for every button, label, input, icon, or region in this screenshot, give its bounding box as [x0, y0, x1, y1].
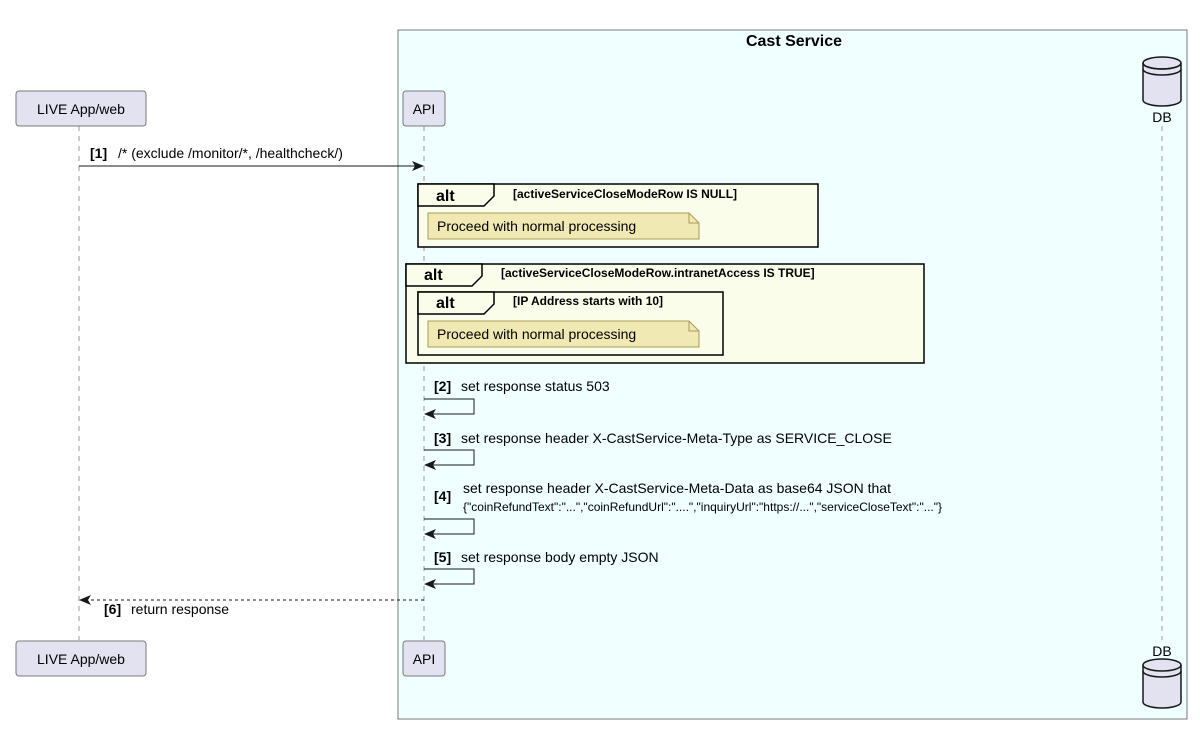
participant-api-label-bottom: API [413, 651, 436, 667]
participant-api-label: API [413, 101, 436, 117]
message-4-text-2: {"coinRefundText":"...","coinRefundUrl":… [463, 500, 942, 514]
message-4: [4] set response header X-CastService-Me… [424, 480, 942, 539]
participant-api-top: API [402, 90, 446, 127]
message-2: [2] set response status 503 [424, 378, 610, 419]
message-1-text: /* (exclude /monitor/*, /healthcheck/) [118, 145, 343, 161]
cast-service-box [397, 29, 1188, 720]
message-1-num: [1] [90, 145, 107, 161]
participant-client-top: LIVE App/web [15, 90, 147, 127]
note-2: Proceed with normal processing [427, 320, 700, 348]
alt-fragment-1: alt [activeServiceCloseModeRow IS NULL] … [417, 183, 819, 248]
alt-3-condition: [IP Address starts with 10] [513, 294, 663, 308]
participant-api-bottom: API [402, 640, 446, 677]
message-5: [5] set response body empty JSON [424, 549, 659, 589]
message-6-num: [6] [104, 601, 121, 617]
alt-2-label: alt [424, 267, 443, 284]
participant-db-label-bottom: DB [1152, 643, 1171, 659]
message-3-text: set response header X-CastService-Meta-T… [461, 430, 892, 446]
message-6: [6] return response [79, 595, 424, 617]
participant-client-label: LIVE App/web [37, 101, 125, 117]
participant-db-bottom: DB [1142, 643, 1182, 709]
alt-2-condition: [activeServiceCloseModeRow.intranetAcces… [501, 266, 815, 280]
participant-client-label-bottom: LIVE App/web [37, 651, 125, 667]
message-3: [3] set response header X-CastService-Me… [424, 430, 892, 470]
note-2-text: Proceed with normal processing [437, 326, 636, 342]
alt-fragment-3: alt [IP Address starts with 10] Proceed … [417, 291, 724, 356]
alt-1-condition: [activeServiceCloseModeRow IS NULL] [513, 187, 737, 201]
message-5-text: set response body empty JSON [461, 549, 659, 565]
alt-fragment-2: alt [activeServiceCloseModeRow.intranetA… [405, 263, 925, 364]
participant-db-label: DB [1152, 109, 1171, 125]
note-1-text: Proceed with normal processing [437, 218, 636, 234]
message-5-num: [5] [434, 549, 451, 565]
alt-1-label: alt [436, 188, 455, 205]
message-4-text: set response header X-CastService-Meta-D… [463, 480, 891, 496]
note-1: Proceed with normal processing [427, 212, 700, 240]
participant-client-bottom: LIVE App/web [15, 640, 147, 677]
message-2-num: [2] [434, 378, 451, 394]
message-4-num: [4] [434, 488, 451, 504]
cast-service-title: Cast Service [746, 33, 842, 50]
alt-3-label: alt [436, 295, 455, 312]
participant-db-top: DB [1142, 56, 1182, 125]
message-2-text: set response status 503 [461, 378, 610, 394]
message-1: [1] /* (exclude /monitor/*, /healthcheck… [79, 145, 424, 171]
message-3-num: [3] [434, 430, 451, 446]
message-6-text: return response [131, 601, 229, 617]
